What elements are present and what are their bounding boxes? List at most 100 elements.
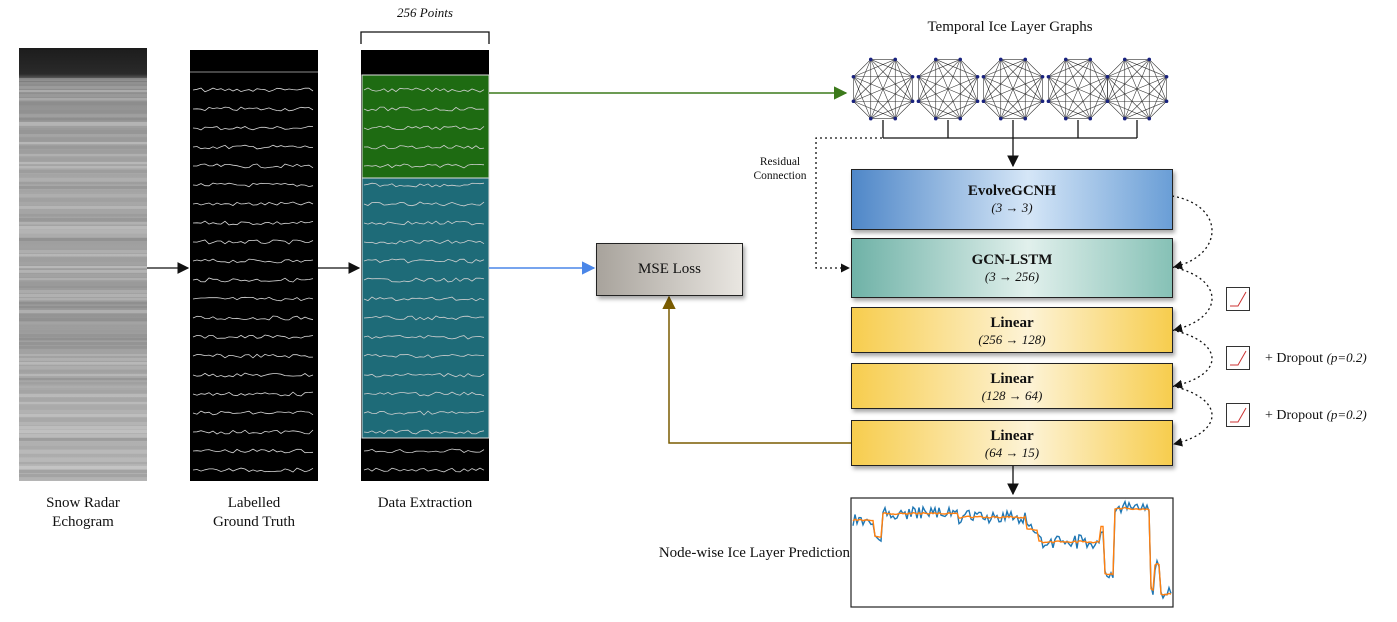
graph-node [1147,116,1152,121]
graph-edge [983,59,1002,102]
graph-edge [1107,76,1167,102]
layer-linear-2: Linear (128 → 64) [851,363,1173,409]
graph-edge [983,59,1026,78]
graph-edge [918,59,936,77]
ice-layer-line [363,353,485,359]
graph-edge [1024,76,1043,119]
dropout-param: (p=0.2) [1326,407,1367,422]
graph-edge [959,76,978,119]
ice-layer-line [363,373,485,378]
echogram-stripe [19,298,147,301]
echogram-stripe [19,198,147,202]
extraction-label: Data Extraction [377,495,473,511]
echogram-stripe [19,422,147,425]
graph-node [1122,57,1127,62]
graph-edge [1090,101,1108,119]
echogram-stripe [19,410,147,414]
echogram-stripe [19,250,147,254]
graph-snapshot [1105,57,1169,121]
echogram-stripe [19,178,147,182]
echogram-stripe [19,258,147,261]
echogram-stripe [19,182,147,185]
echogram-stripe [19,346,147,349]
layer-dims: (256 → 128) [978,332,1046,347]
ice-layer-line [192,391,314,397]
graph-edge [918,76,961,119]
echogram-stripe [19,110,147,114]
echogram-stripe [19,266,147,269]
graph-edge [960,59,978,77]
echogram-stripe [19,214,147,217]
graph-edge [983,101,1001,119]
ice-layer-line [192,258,314,264]
ice-layer-line [363,87,485,93]
echogram-stripe [19,142,147,145]
graph-edge [1107,59,1150,102]
echogram-stripe [19,370,147,373]
graph-edge [1000,76,1043,119]
echogram-stripe [19,118,147,121]
graph-edge [853,101,871,119]
graph-node [998,116,1003,121]
layer-dims: (3 → 256) [984,269,1040,284]
layer-gcn-lstm: GCN-LSTM (3 → 256) [851,238,1173,298]
dropout-label-2: + Dropout (p=0.2) [1265,406,1367,425]
ice-layer-line [363,448,485,454]
graph-edge [1048,59,1066,77]
echogram-stripe [19,146,147,149]
graph-edge [1107,59,1126,102]
echogram-stripe [19,402,147,405]
graph-edge [853,76,913,102]
graph-node [1122,116,1127,121]
echogram-stripe [19,474,147,478]
graph-edge [1090,59,1108,77]
graph-edge [1065,76,1108,119]
echogram-stripe [19,82,147,85]
graph-edge [1065,59,1108,102]
echogram-stripe [19,134,147,137]
echogram-stripe [19,230,147,234]
echogram-image [19,48,147,481]
ice-layer-line [192,277,314,283]
ice-layer-line [363,391,485,397]
echogram-stripe [19,234,147,238]
prediction-plot [850,497,1174,608]
prediction-series-blue [852,499,1172,600]
graph-node [868,57,873,62]
graph-edge [1148,76,1167,119]
graph-edge [1048,59,1091,78]
ice-layer-line [363,410,485,416]
echogram-stripe [19,378,147,381]
echogram-stripe [19,138,147,142]
echogram-stripe [19,342,147,346]
graph-node [975,99,980,104]
graph-edge [983,59,1001,77]
graph-edge [918,59,937,102]
graph-node [1040,99,1045,104]
echogram-stripe [19,354,147,357]
ice-layer-line [192,315,314,321]
echogram-stripe [19,382,147,385]
ice-layer-line [192,334,314,340]
points-bracket [360,31,490,44]
echogram-stripe [19,210,147,213]
graph-node [1023,57,1028,62]
graph-node [1063,116,1068,121]
echogram-stripe [19,458,147,462]
echogram-stripe [19,278,147,281]
echogram-stripe [19,334,147,338]
echogram-stripe [19,274,147,278]
ice-layer-line [192,201,314,206]
ice-layer-line [192,448,314,454]
echogram-stripe [19,294,147,298]
echogram-stripe [19,398,147,402]
ground-truth-image [190,50,318,481]
echogram-stripe [19,94,147,98]
ice-layer-line [363,125,485,131]
graph-node [893,57,898,62]
graph-node [893,116,898,121]
ice-layer-line [363,163,485,169]
graph-node [1023,116,1028,121]
graph-node [981,74,986,79]
